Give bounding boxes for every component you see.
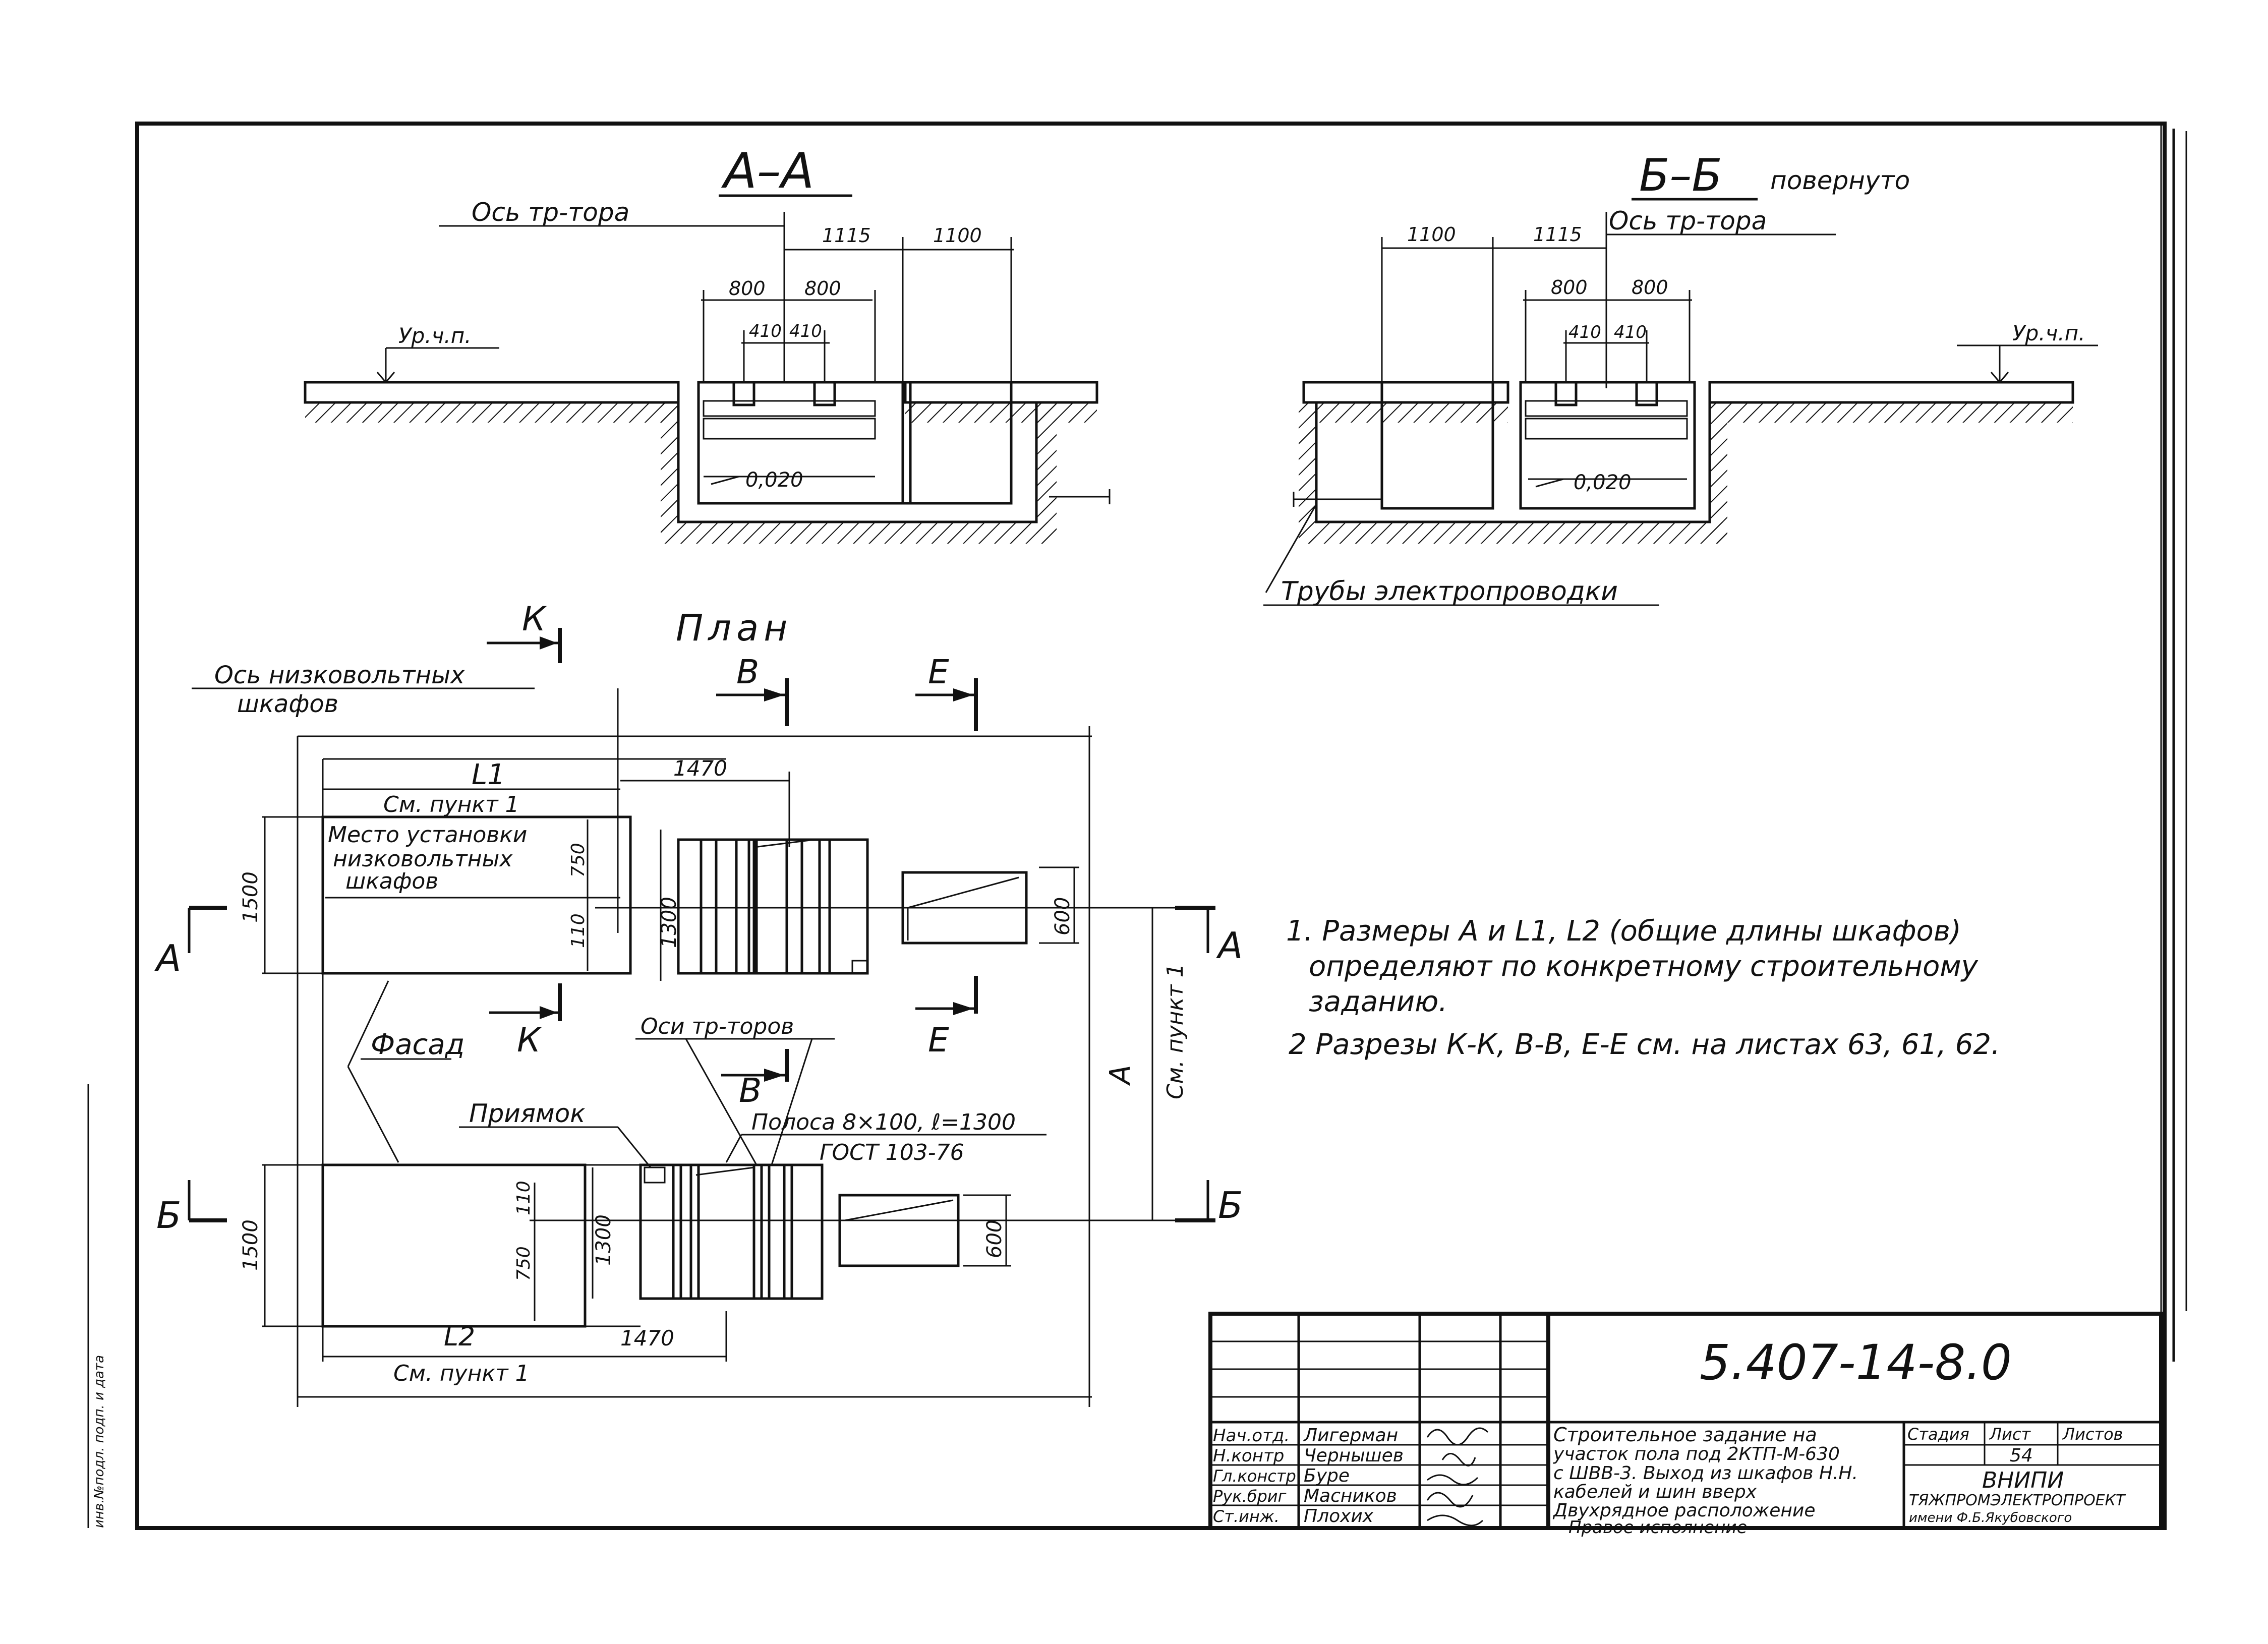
aa-dim-1100: 1100 xyxy=(933,224,982,247)
pit-label: Приямок xyxy=(469,1099,585,1128)
section-bb: Б–Б повернуто Ось тр-тора Ур.ч.п. 0,020 … xyxy=(1263,149,2098,607)
aa-dim-1115: 1115 xyxy=(822,224,871,247)
dim-600-bottom: 600 xyxy=(983,1220,1006,1258)
cut-k-top: К xyxy=(522,600,547,638)
tb-role-2: Гл.констр xyxy=(1213,1466,1296,1486)
tb-desc-5: Двухрядное расположение xyxy=(1552,1500,1815,1521)
aa-dim-410-l: 410 xyxy=(749,321,782,341)
cut-e-top: Е xyxy=(928,653,949,691)
tb-desc-1: Строительное задание на xyxy=(1553,1424,1817,1446)
title-block: 5.407-14-8.0 Нач.отд. Лигерман Н.контр Ч… xyxy=(1208,1312,2163,1538)
bb-dim-410-r: 410 xyxy=(1614,322,1647,342)
tb-name-3: Масников xyxy=(1304,1486,1397,1506)
tb-sheet-header: Лист xyxy=(1989,1425,2031,1444)
tb-role-0: Нач.отд. xyxy=(1213,1426,1290,1446)
sheet-frame: инв.№подл. подп. и дата xyxy=(87,122,2187,1530)
note-line-3: заданию. xyxy=(1309,985,1447,1018)
dim-l1: L1 xyxy=(472,758,505,791)
strip-label-2: ГОСТ 103-76 xyxy=(820,1140,964,1165)
cut-a-left: А xyxy=(154,937,181,979)
bb-dim-1115: 1115 xyxy=(1533,223,1582,246)
tb-role-1: Н.контр xyxy=(1213,1446,1284,1466)
dim-1470-bottom: 1470 xyxy=(620,1326,674,1351)
aa-dim-800-l: 800 xyxy=(729,277,766,300)
tb-name-0: Лигерман xyxy=(1303,1425,1398,1446)
section-bb-subtitle: повернуто xyxy=(1770,166,1910,195)
lv-place-1: Место установки xyxy=(328,822,527,848)
tb-desc-4: кабелей и шин вверх xyxy=(1553,1482,1757,1502)
tb-name-4: Плохих xyxy=(1304,1506,1374,1526)
see-item-vertical: См. пункт 1 xyxy=(1162,963,1188,1099)
tb-org-2: ТЯЖПРОМЭЛЕКТРОПРОЕКТ xyxy=(1909,1492,2126,1509)
dim-1300-top: 1300 xyxy=(658,897,681,948)
bb-dim-1100: 1100 xyxy=(1407,223,1456,246)
cut-e-bottom: Е xyxy=(928,1021,949,1060)
dim-750-bottom: 750 xyxy=(513,1246,534,1281)
aa-dim-410-r: 410 xyxy=(789,321,822,341)
axis-label-bb: Ось тр-тора xyxy=(1609,206,1767,236)
bb-dim-800-r: 800 xyxy=(1632,276,1668,299)
axis-label-aa: Ось тр-тора xyxy=(472,198,629,227)
tb-stage-header: Стадия xyxy=(1907,1425,1969,1444)
floor-level-aa: Ур.ч.п. xyxy=(398,323,472,348)
section-aa: А–А Ось тр-тора Ур.ч.п. 0,020 1115 xyxy=(304,143,1111,544)
cut-v-top: В xyxy=(736,653,759,691)
doc-number: 5.407-14-8.0 xyxy=(1700,1334,2012,1391)
tb-org-1: ВНИПИ xyxy=(1982,1467,2064,1493)
pipes-label: Трубы электропроводки xyxy=(1281,576,1618,607)
aa-dim-800-r: 800 xyxy=(804,277,841,300)
note-line-4: 2 Разрезы К-К, В-В, Е-Е см. на листах 63… xyxy=(1289,1028,2000,1061)
lv-axis-label-1: Ось низковольтных xyxy=(214,661,465,689)
lv-place-2: низковольтных xyxy=(333,846,513,872)
plan-view: План Ось низковольтных шкафов К В Е К Е … xyxy=(154,600,1243,1407)
tb-sheets-header: Листов xyxy=(2062,1425,2123,1444)
dim-1470-top: 1470 xyxy=(673,756,727,781)
tb-role-3: Рук.бриг xyxy=(1213,1487,1287,1506)
signatures xyxy=(1426,1427,1489,1526)
transformer-axes: Оси тр-торов xyxy=(641,1014,794,1039)
slope-bb: 0,020 xyxy=(1574,471,1632,494)
tb-desc-6: Правое исполнение xyxy=(1568,1517,1748,1538)
dim-600-top: 600 xyxy=(1051,897,1074,935)
tb-name-1: Чернышев xyxy=(1304,1445,1404,1466)
lv-axis-label-2: шкафов xyxy=(237,690,338,718)
notes: 1. Размеры А и L1, L2 (общие длины шкафо… xyxy=(1286,915,2000,1061)
strip-label-1: Полоса 8×100, ℓ=1300 xyxy=(751,1109,1016,1135)
note-line-1: 1. Размеры А и L1, L2 (общие длины шкафо… xyxy=(1286,915,1961,948)
tb-role-4: Ст.инж. xyxy=(1213,1507,1280,1526)
cut-b-right: Б xyxy=(1218,1184,1243,1226)
dim-1300-bottom: 1300 xyxy=(592,1214,615,1266)
see-item-top: См. пункт 1 xyxy=(383,792,519,817)
section-aa-title: А–А xyxy=(721,143,814,199)
note-line-2: определяют по конкретному строительному xyxy=(1309,950,1979,983)
cut-a-right: А xyxy=(1216,924,1243,967)
dim-1500-bottom: 1500 xyxy=(239,1219,262,1271)
dim-750-top: 750 xyxy=(568,843,589,877)
dim-a: А xyxy=(1104,1065,1137,1086)
tb-sheet-value: 54 xyxy=(2010,1445,2033,1466)
tb-desc-2: участок пола под 2КТП-М-630 xyxy=(1553,1444,1840,1464)
cut-k-bottom: К xyxy=(517,1021,542,1060)
tb-org-3: имени Ф.Б.Якубовского xyxy=(1909,1510,2072,1525)
margin-text: инв.№подл. подп. и дата xyxy=(92,1355,107,1528)
bb-dim-800-l: 800 xyxy=(1551,276,1588,299)
slope-aa: 0,020 xyxy=(745,468,803,492)
dim-110-bottom: 110 xyxy=(513,1181,534,1215)
see-item-bottom: См. пункт 1 xyxy=(393,1361,530,1386)
facade-label: Фасад xyxy=(371,1028,464,1061)
tb-name-2: Буре xyxy=(1304,1465,1350,1486)
bb-dim-410-l: 410 xyxy=(1568,322,1601,342)
floor-level-bb: Ур.ч.п. xyxy=(2012,321,2085,345)
dim-1500-top: 1500 xyxy=(239,871,262,923)
cut-v-bottom: В xyxy=(739,1071,762,1110)
dim-l2: L2 xyxy=(444,1322,475,1352)
dim-110-top: 110 xyxy=(568,913,589,948)
plan-title: План xyxy=(676,607,792,649)
lv-place-3: шкафов xyxy=(345,868,438,894)
cut-b-left: Б xyxy=(156,1194,181,1237)
tb-desc-3: с ШВВ-3. Выход из шкафов Н.Н. xyxy=(1553,1463,1858,1484)
section-bb-title: Б–Б xyxy=(1639,149,1722,201)
